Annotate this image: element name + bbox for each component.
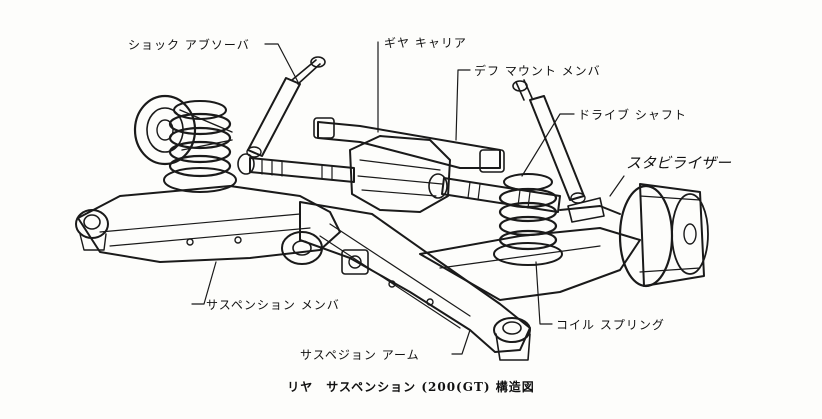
left-coil-spring-drawing [163,100,237,193]
label-coil-spring: コイル スプリング [556,318,665,332]
gear-carrier-drawing [313,117,505,213]
label-drive-shaft: ドライブ シャフト [578,108,687,122]
right-coil-spring-drawing [493,173,563,266]
label-diff-mount-member: デフ マウント メンバ [474,64,601,78]
stabilizer-bar-drawing [559,197,621,223]
label-suspension-arm: サスペジョン アーム [300,348,420,362]
leader-lines [191,41,625,355]
left-shock-absorber-drawing [246,56,326,158]
label-suspension-member: サスペンション メンバ [206,298,340,312]
right-brake-drum-drawing [618,183,709,288]
label-stabilizer: スタビライザー [626,154,732,172]
label-shock-absorber: ショック アブソーバ [128,38,250,52]
label-gear-carrier: ギヤ キャリア [384,36,467,50]
right-shock-absorber-drawing [512,79,586,204]
figure-caption: リヤ サスペンション (200(GT) 構造図 [287,380,535,394]
drive-shafts-drawing [237,153,561,213]
